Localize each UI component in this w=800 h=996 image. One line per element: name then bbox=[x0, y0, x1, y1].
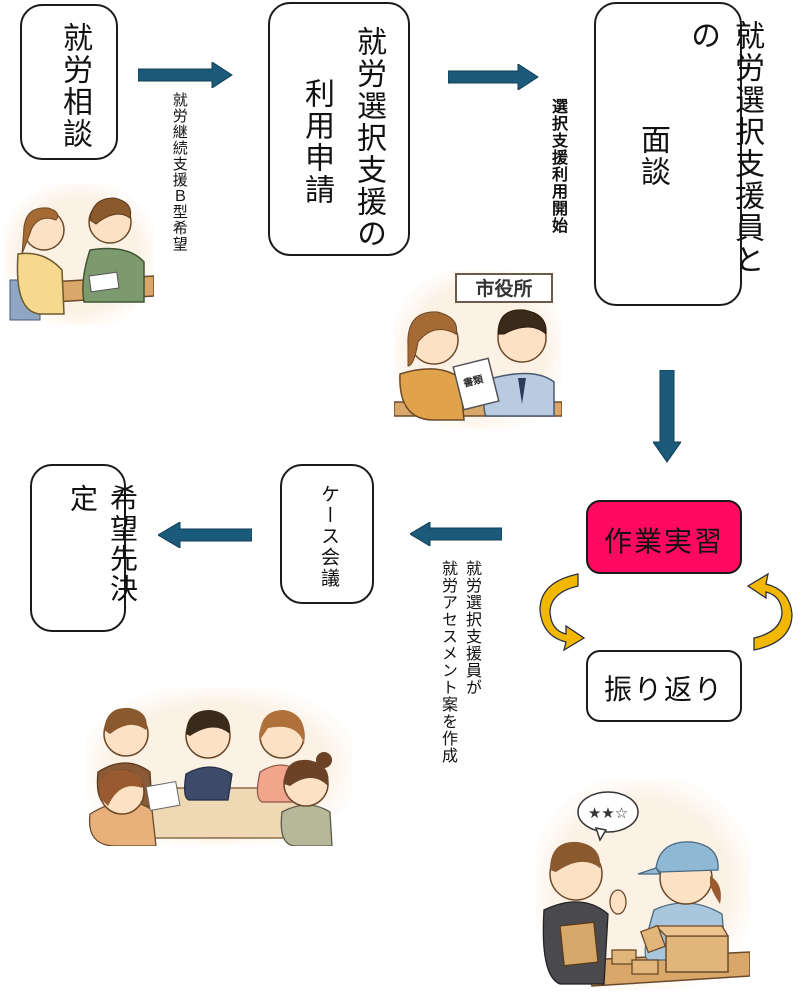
step-label: 希望先決定 bbox=[66, 484, 139, 604]
arrow-right-icon bbox=[448, 64, 539, 90]
step-label-line2: 利用申請 bbox=[299, 78, 334, 206]
arrow-right-icon bbox=[138, 62, 233, 88]
step-label: 振り返り bbox=[603, 673, 724, 706]
note-type-b-wish: 就労継続支援Ｂ型希望 bbox=[170, 92, 189, 252]
loop-arrow-left-icon bbox=[539, 573, 586, 652]
step-label-line1: 就労選択支援員との bbox=[685, 20, 764, 276]
case-meeting-illustration bbox=[88, 707, 333, 846]
step-employment-consultation: 就労相談 bbox=[20, 4, 118, 160]
step-label: 就労相談 bbox=[57, 22, 92, 150]
step-decision: 希望先決定 bbox=[30, 464, 139, 632]
rating-stars: ★★☆ bbox=[588, 804, 628, 822]
loop-arrow-right-icon bbox=[746, 572, 793, 651]
step-review: 振り返り bbox=[586, 650, 742, 722]
step-usage-application: 就労選択支援の 利用申請 bbox=[268, 2, 410, 256]
work-practice-illustration: ★★☆ bbox=[542, 791, 750, 987]
step-work-practice: 作業実習 bbox=[586, 500, 742, 574]
arrow-down-icon bbox=[653, 370, 681, 463]
note-assessment-line2: 就労アセスメント案を作成 bbox=[439, 560, 458, 764]
step-case-meeting: ケース会議 bbox=[280, 464, 374, 604]
consultation-illustration bbox=[9, 197, 154, 321]
step-label: 作業実習 bbox=[603, 525, 724, 558]
note-assessment-line1: 就労選択支援員が bbox=[463, 560, 482, 696]
arrow-left-icon bbox=[410, 522, 502, 546]
city-hall-sign: 市役所 bbox=[475, 277, 532, 300]
step-interview-with-supporter: 就労選択支援員との 面談 bbox=[594, 2, 764, 306]
step-label-line2: 面談 bbox=[635, 124, 670, 188]
note-support-start: 選択支援利用開始 bbox=[549, 98, 568, 234]
step-label-line1: 就労選択支援の bbox=[351, 26, 386, 250]
arrow-left-icon bbox=[158, 522, 252, 548]
step-label: ケース会議 bbox=[318, 484, 340, 589]
city-hall-illustration: 市役所 書類 bbox=[394, 273, 562, 421]
